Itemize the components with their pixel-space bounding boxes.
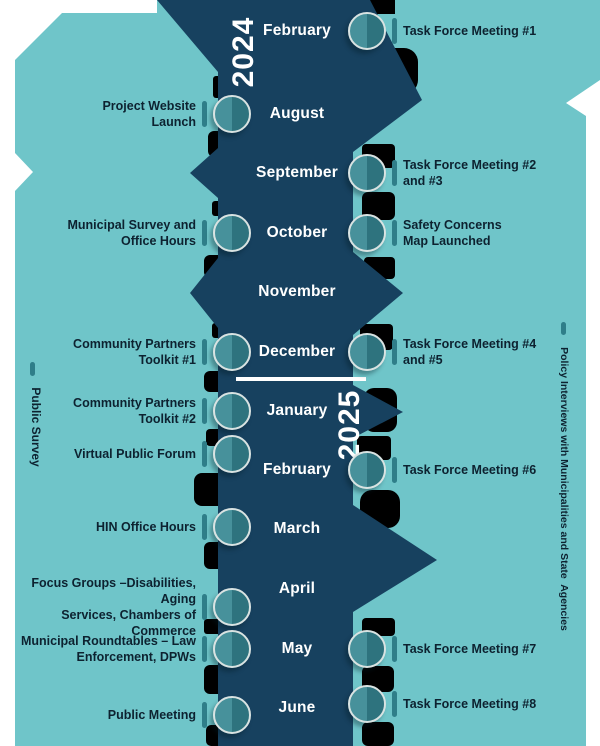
event-marker-circle — [213, 95, 251, 133]
event-marker-circle — [213, 696, 251, 734]
event-marker-circle — [348, 154, 386, 192]
event-community-partners-toolkit-2: Community Partners Toolkit #2 — [0, 392, 251, 430]
event-marker-circle — [348, 451, 386, 489]
month-june: June — [278, 699, 316, 716]
month-february-2024: February — [263, 22, 331, 39]
event-label: Task Force Meeting #1 — [403, 24, 537, 38]
event-label: Municipal Roundtables – Law Enforcement,… — [20, 634, 196, 664]
month-march: March — [273, 520, 321, 537]
event-dash — [202, 702, 207, 728]
event-dash — [202, 101, 207, 127]
event-label: Task Force Meeting #8 — [403, 697, 537, 711]
event-label: Task Force Meeting #4 and #5 — [403, 337, 537, 367]
event-task-force-meeting-4-5: Task Force Meeting #4 and #5 — [348, 333, 600, 371]
side-label-policy-interviews: Policy Interviews with Municipalities an… — [558, 347, 570, 631]
event-marker-circle — [213, 588, 251, 626]
event-municipal-roundtables: Municipal Roundtables – Law Enforcement,… — [0, 630, 251, 668]
month-january: January — [266, 402, 328, 419]
event-dash — [202, 594, 207, 620]
event-dash — [392, 18, 397, 44]
event-marker-circle — [348, 12, 386, 50]
event-task-force-meeting-6: Task Force Meeting #6 — [348, 451, 600, 489]
month-february-2025: February — [263, 461, 331, 478]
event-marker-circle — [213, 392, 251, 430]
month-april: April — [278, 580, 316, 597]
event-dash — [202, 514, 207, 540]
event-dash — [202, 441, 207, 467]
year-separator-line — [236, 377, 366, 381]
event-label: Task Force Meeting #7 — [403, 642, 537, 656]
month-december: December — [258, 343, 336, 360]
event-dash — [392, 691, 397, 717]
event-dash — [392, 160, 397, 186]
event-task-force-meeting-7: Task Force Meeting #7 — [348, 630, 600, 668]
event-marker-circle — [348, 630, 386, 668]
event-dash — [392, 220, 397, 246]
side-label-public-survey: Public Survey — [29, 387, 43, 467]
event-dash — [392, 636, 397, 662]
event-municipal-survey-office-hours: Municipal Survey and Office Hours — [0, 214, 251, 252]
month-august: August — [269, 105, 325, 122]
event-marker-circle — [213, 333, 251, 371]
event-marker-circle — [213, 435, 251, 473]
event-label: Municipal Survey and Office Hours — [67, 218, 196, 248]
event-label: Virtual Public Forum — [73, 447, 196, 461]
event-task-force-meeting-1: Task Force Meeting #1 — [348, 12, 600, 50]
event-marker-circle — [213, 214, 251, 252]
event-dash — [202, 398, 207, 424]
event-focus-groups: Focus Groups –Disabilities, Aging Servic… — [0, 575, 251, 639]
month-may: May — [281, 640, 313, 657]
event-label: Task Force Meeting #6 — [403, 463, 537, 477]
event-marker-circle — [348, 685, 386, 723]
event-marker-circle — [348, 333, 386, 371]
event-label: Focus Groups –Disabilities, Aging Servic… — [31, 576, 196, 638]
event-task-force-meeting-2-3: Task Force Meeting #2 and #3 — [348, 154, 600, 192]
month-november: November — [258, 283, 336, 300]
event-label: Community Partners Toolkit #2 — [73, 396, 196, 426]
year-label-2025: 2025 — [333, 389, 366, 461]
event-label: Task Force Meeting #2 and #3 — [403, 158, 537, 188]
event-dash — [392, 457, 397, 483]
event-task-force-meeting-8: Task Force Meeting #8 — [348, 685, 600, 723]
event-community-partners-toolkit-1: Community Partners Toolkit #1 — [0, 333, 251, 371]
event-marker-circle — [213, 508, 251, 546]
event-dash — [202, 220, 207, 246]
event-dash — [202, 636, 207, 662]
event-public-meeting: Public Meeting — [0, 696, 251, 734]
event-label: Safety Concerns Map Launched — [403, 218, 502, 248]
side-label-dash-left — [30, 362, 35, 376]
event-dash — [392, 339, 397, 365]
timeline-ribbon — [157, 0, 437, 746]
event-label: Community Partners Toolkit #1 — [73, 337, 196, 367]
event-marker-circle — [213, 630, 251, 668]
month-october: October — [266, 224, 328, 241]
event-project-website-launch: Project Website Launch — [0, 95, 251, 133]
event-label: Public Meeting — [107, 708, 196, 722]
event-virtual-public-forum: Virtual Public Forum — [0, 435, 251, 473]
event-label: Project Website Launch — [102, 99, 196, 129]
event-label: HIN Office Hours — [95, 520, 196, 534]
event-marker-circle — [348, 214, 386, 252]
side-label-dash-right — [561, 322, 566, 335]
event-hin-office-hours: HIN Office Hours — [0, 508, 251, 546]
event-safety-concerns-map: Safety Concerns Map Launched — [348, 214, 600, 252]
event-dash — [202, 339, 207, 365]
month-september: September — [256, 164, 338, 181]
